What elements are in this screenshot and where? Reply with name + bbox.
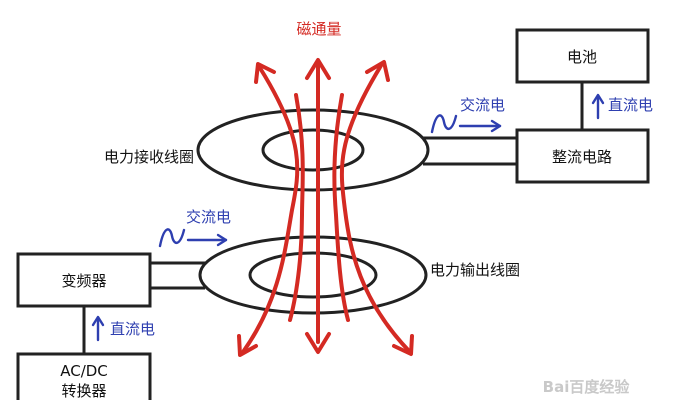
- battery-label: 电池: [567, 48, 597, 66]
- transmitter-coil: [150, 235, 428, 315]
- inverter-label: 变频器: [61, 272, 106, 290]
- dc-label-right: 直流电: [608, 96, 653, 114]
- rectifier-box: [515, 128, 650, 184]
- dc-current-right: 直流电: [591, 93, 653, 120]
- dc-label-left: 直流电: [110, 320, 155, 338]
- ac-current-top: 交流电: [430, 96, 505, 134]
- flux-arrow-right-inner: [332, 93, 350, 322]
- dc-current-left: 直流电: [91, 315, 155, 342]
- ac-wave-icon: [158, 228, 186, 248]
- flux-arrow-right-outer: [339, 62, 412, 354]
- converter-label-line2: 转换器: [61, 382, 106, 400]
- converter-box: [16, 352, 152, 400]
- watermark: Bai百度经验: [543, 378, 631, 396]
- ac-label-left: 交流电: [186, 208, 231, 226]
- ac-label-top: 交流电: [460, 96, 505, 114]
- transmitter-coil-label: 电力输出线圈: [430, 261, 520, 279]
- flux-arrow-left-inner: [288, 93, 305, 322]
- converter-label-line1: AC/DC: [60, 362, 108, 380]
- receiver-coil-label: 电力接收线圈: [104, 148, 194, 166]
- flux-arrow-left-outer: [241, 66, 300, 354]
- ac-wave-icon: [430, 114, 458, 134]
- magnetic-flux-arrows: [237, 58, 414, 357]
- flux-label: 磁通量: [296, 20, 341, 38]
- rectifier-label: 整流电路: [552, 148, 612, 166]
- ac-current-left: 交流电: [158, 208, 231, 248]
- receiver-coil: [196, 108, 517, 192]
